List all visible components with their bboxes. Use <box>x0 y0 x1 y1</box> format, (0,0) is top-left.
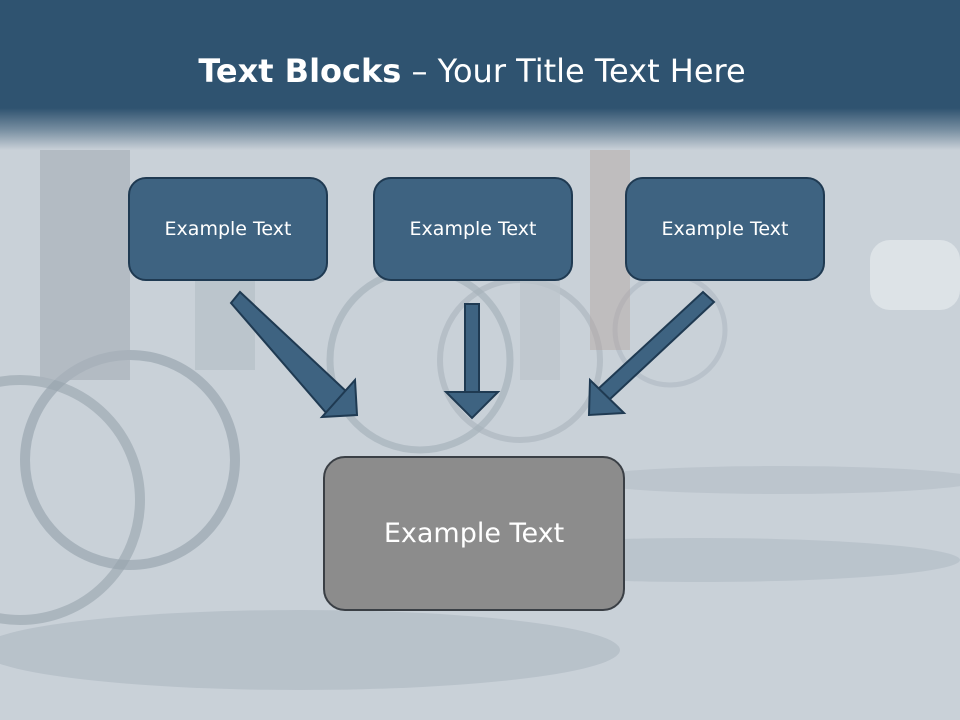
target-text-block-label: Example Text <box>383 518 565 549</box>
text-block-3-label: Example Text <box>661 218 789 240</box>
text-block-1[interactable]: Example Text <box>128 177 328 281</box>
title-bold-part: Text Blocks <box>198 52 402 90</box>
text-block-2[interactable]: Example Text <box>373 177 573 281</box>
slide-title: Text Blocks – Your Title Text Here <box>0 52 944 90</box>
title-bar: Text Blocks – Your Title Text Here <box>0 0 960 150</box>
title-rest-part: – Your Title Text Here <box>401 52 746 90</box>
text-block-1-label: Example Text <box>164 218 292 240</box>
arrow-down-right-icon <box>229 290 359 419</box>
text-block-2-label: Example Text <box>409 218 537 240</box>
arrow-down-icon <box>443 303 501 420</box>
target-text-block[interactable]: Example Text <box>323 456 625 611</box>
arrow-down-left-icon <box>587 290 716 417</box>
text-block-3[interactable]: Example Text <box>625 177 825 281</box>
